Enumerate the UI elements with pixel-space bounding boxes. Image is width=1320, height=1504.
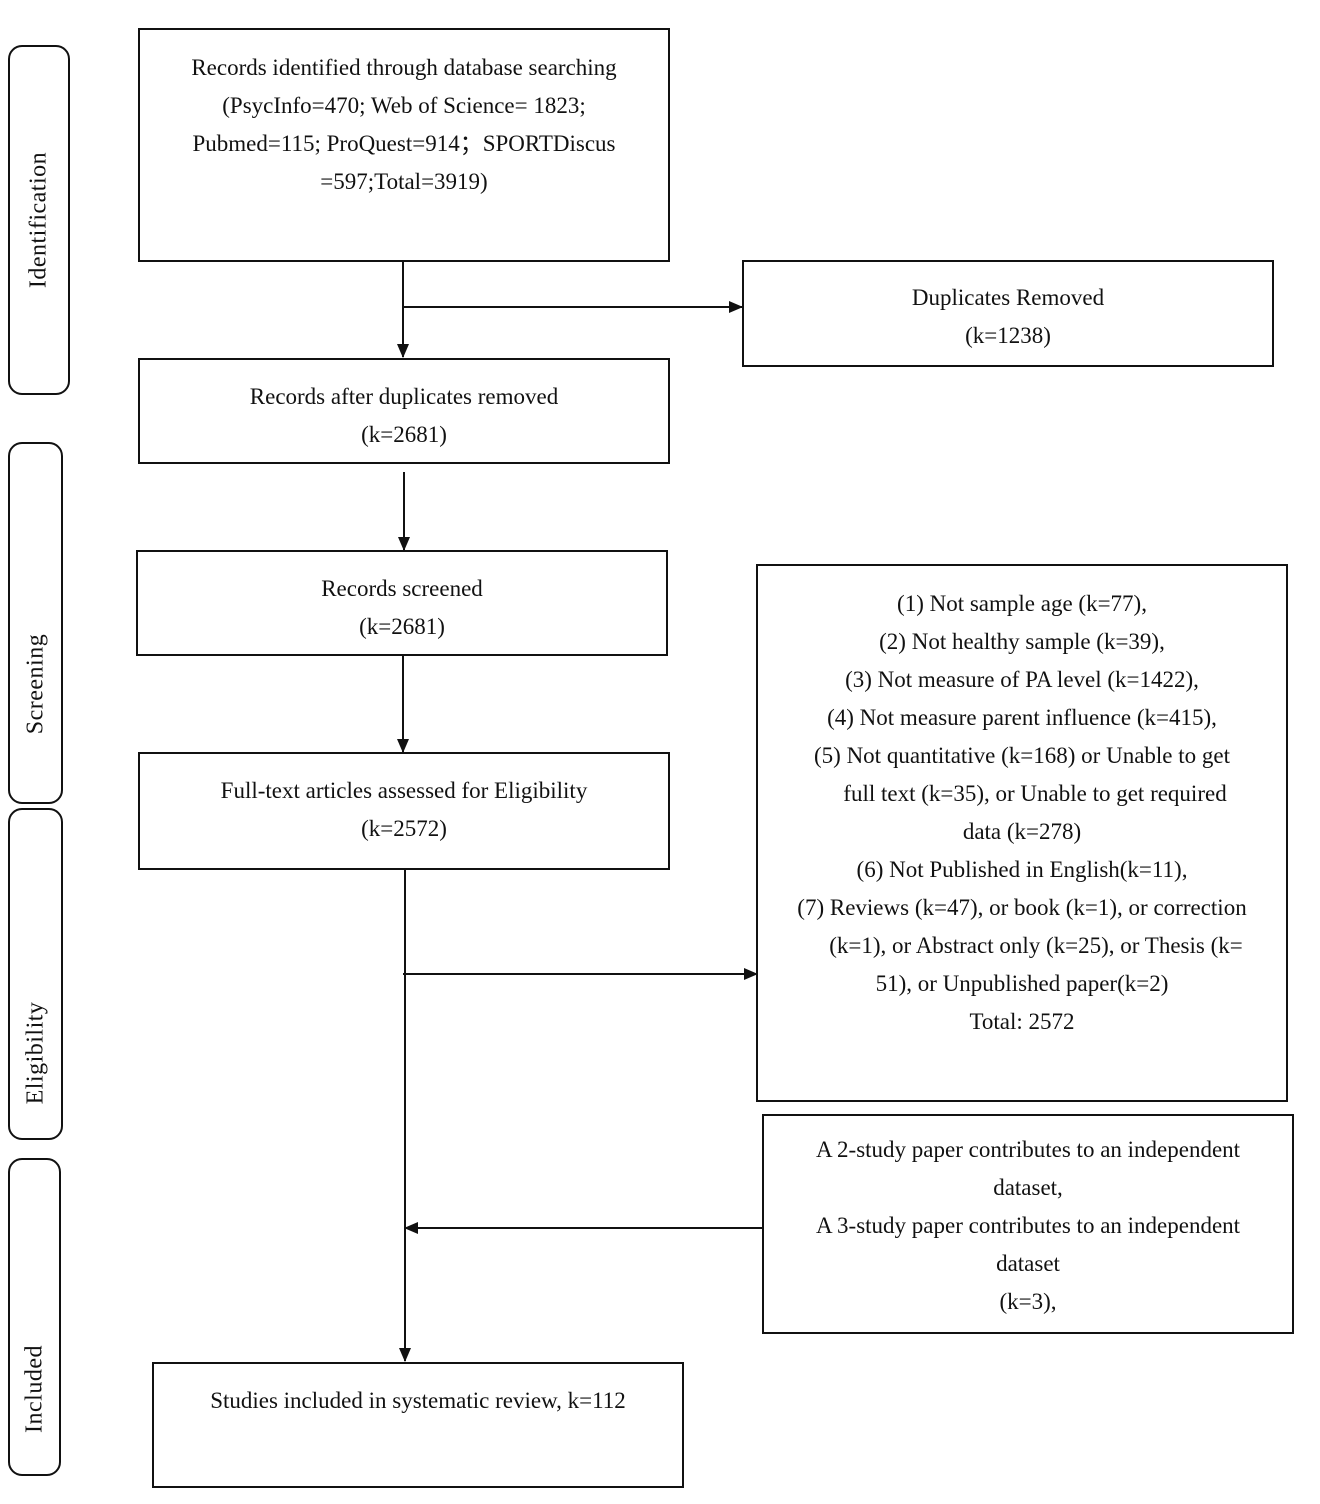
box-line: (k=2572) (361, 816, 447, 841)
box-line: Duplicates Removed (911, 285, 1105, 310)
box-line: Total: 2572 (969, 1009, 1075, 1034)
box-line: dataset (996, 1251, 1060, 1276)
duplicates-removed-box: Duplicates Removed (k=1238) (742, 260, 1274, 367)
box-line: (4) Not measure parent influence (k=415)… (827, 705, 1217, 730)
box-line: (5) Not quantitative (k=168) or Unable t… (814, 743, 1230, 768)
box-line: Studies included in systematic review, k… (210, 1388, 626, 1413)
included-studies-box: Studies included in systematic review, k… (152, 1362, 684, 1488)
box-line: (k=1238) (965, 323, 1051, 348)
phase-identification: Identification (8, 45, 70, 395)
box-line: (3) Not measure of PA level (k=1422), (845, 667, 1199, 692)
box-line: data (k=278) (962, 819, 1082, 844)
phase-included: Included (8, 1158, 61, 1476)
records-screened-box: Records screened (k=2681) (136, 550, 668, 656)
box-line: (k=1), or Abstract only (k=25), or Thesi… (829, 933, 1243, 958)
box-line: (k=3), (999, 1289, 1057, 1314)
box-line: dataset, (993, 1175, 1063, 1200)
box-line: Pubmed=115; ProQuest=914；SPORTDiscus (192, 131, 616, 156)
records-identified-box: Records identified through database sear… (138, 28, 670, 262)
phase-eligibility: Eligibility (8, 808, 63, 1140)
box-line: Full-text articles assessed for Eligibil… (220, 778, 588, 803)
box-line: A 3-study paper contributes to an indepe… (815, 1213, 1241, 1238)
box-line: Records screened (321, 576, 483, 601)
box-line: (7) Reviews (k=47), or book (k=1), or co… (797, 895, 1247, 920)
full-text-box: Full-text articles assessed for Eligibil… (138, 752, 670, 870)
box-line: Records after duplicates removed (249, 384, 559, 409)
box-line: =597;Total=3919) (320, 169, 488, 194)
box-line: (6) Not Published in English(k=11), (856, 857, 1188, 882)
box-line: (k=2681) (359, 614, 445, 639)
exclusions-box: (1) Not sample age (k=77), (2) Not healt… (756, 564, 1288, 1102)
box-line: (1) Not sample age (k=77), (897, 591, 1147, 616)
box-line: full text (k=35), or Unable to get requi… (843, 781, 1227, 806)
multi-study-box: A 2-study paper contributes to an indepe… (762, 1114, 1294, 1334)
box-line: 51), or Unpublished paper(k=2) (875, 971, 1169, 996)
box-line: (2) Not healthy sample (k=39), (879, 629, 1165, 654)
after-duplicates-box: Records after duplicates removed (k=2681… (138, 358, 670, 464)
box-line: A 2-study paper contributes to an indepe… (815, 1137, 1241, 1162)
phase-screening: Screening (8, 442, 63, 804)
box-line: (k=2681) (361, 422, 447, 447)
box-line: Records identified through database sear… (191, 55, 617, 80)
box-line: (PsycInfo=470; Web of Science= 1823; (222, 93, 586, 118)
